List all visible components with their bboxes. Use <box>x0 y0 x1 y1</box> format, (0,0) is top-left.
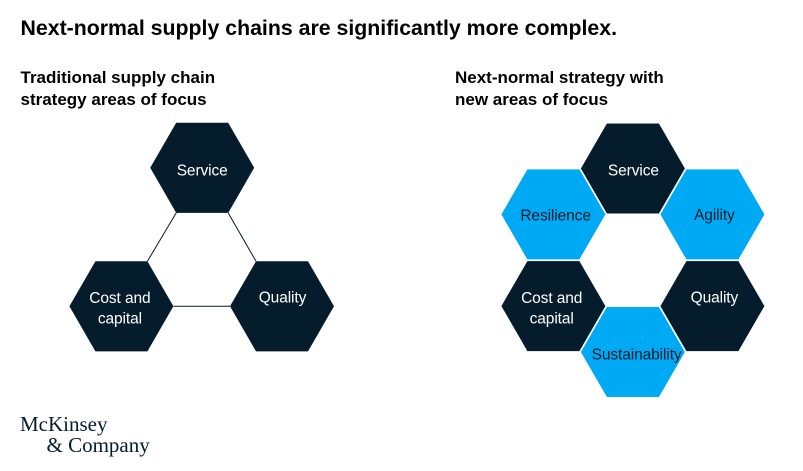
logo-line1: McKinsey <box>20 412 108 436</box>
hexagon-quality <box>660 261 765 352</box>
connector-line-1 <box>146 212 177 262</box>
right-panel-heading-line1: Next-normal strategy with <box>455 68 664 87</box>
right-panel-heading-line2: new areas of focus <box>455 90 609 109</box>
right-panel-heading: Next-normal strategy with new areas of f… <box>455 67 664 111</box>
hexagon-cost-capital <box>501 261 606 352</box>
hexagon-label-cost-capital-line2: capital <box>530 311 574 328</box>
left-panel-heading-line2: strategy areas of focus <box>20 90 207 109</box>
hexagon-quality <box>230 261 334 352</box>
logo-line2: & Company <box>46 433 150 457</box>
connector-line-2 <box>227 212 257 262</box>
left-panel-heading-line1: Traditional supply chain <box>20 68 216 87</box>
hexagon-label-quality: Quality <box>691 290 739 307</box>
hexagon-label-agility: Agility <box>694 207 735 224</box>
hexagon-label-service: Service <box>177 162 228 179</box>
hexagon-label-cost-capital-line1: Cost and <box>89 290 150 307</box>
mckinsey-logo: McKinsey & Company <box>20 414 150 456</box>
hexagon-label-service: Service <box>608 163 659 180</box>
hexagon-label-quality: Quality <box>259 290 307 307</box>
hexagon-label-sustainability: Sustainability <box>592 347 682 364</box>
hexagon-service <box>580 123 685 214</box>
hexagon-label-cost-capital-line1: Cost and <box>521 290 582 307</box>
hexagon-agility <box>660 169 765 260</box>
hexagon-label-cost-capital-line2: capital <box>98 310 142 327</box>
left-panel-heading: Traditional supply chain strategy areas … <box>21 67 216 111</box>
hexagon-cost-capital <box>69 261 174 352</box>
hexagon-label-resilience: Resilience <box>520 207 591 224</box>
hexagon-resilience <box>501 169 606 260</box>
hexagon-service <box>150 122 255 213</box>
hexagon-sustainability <box>580 306 685 398</box>
page-title: Next-normal supply chains are significan… <box>20 16 618 40</box>
